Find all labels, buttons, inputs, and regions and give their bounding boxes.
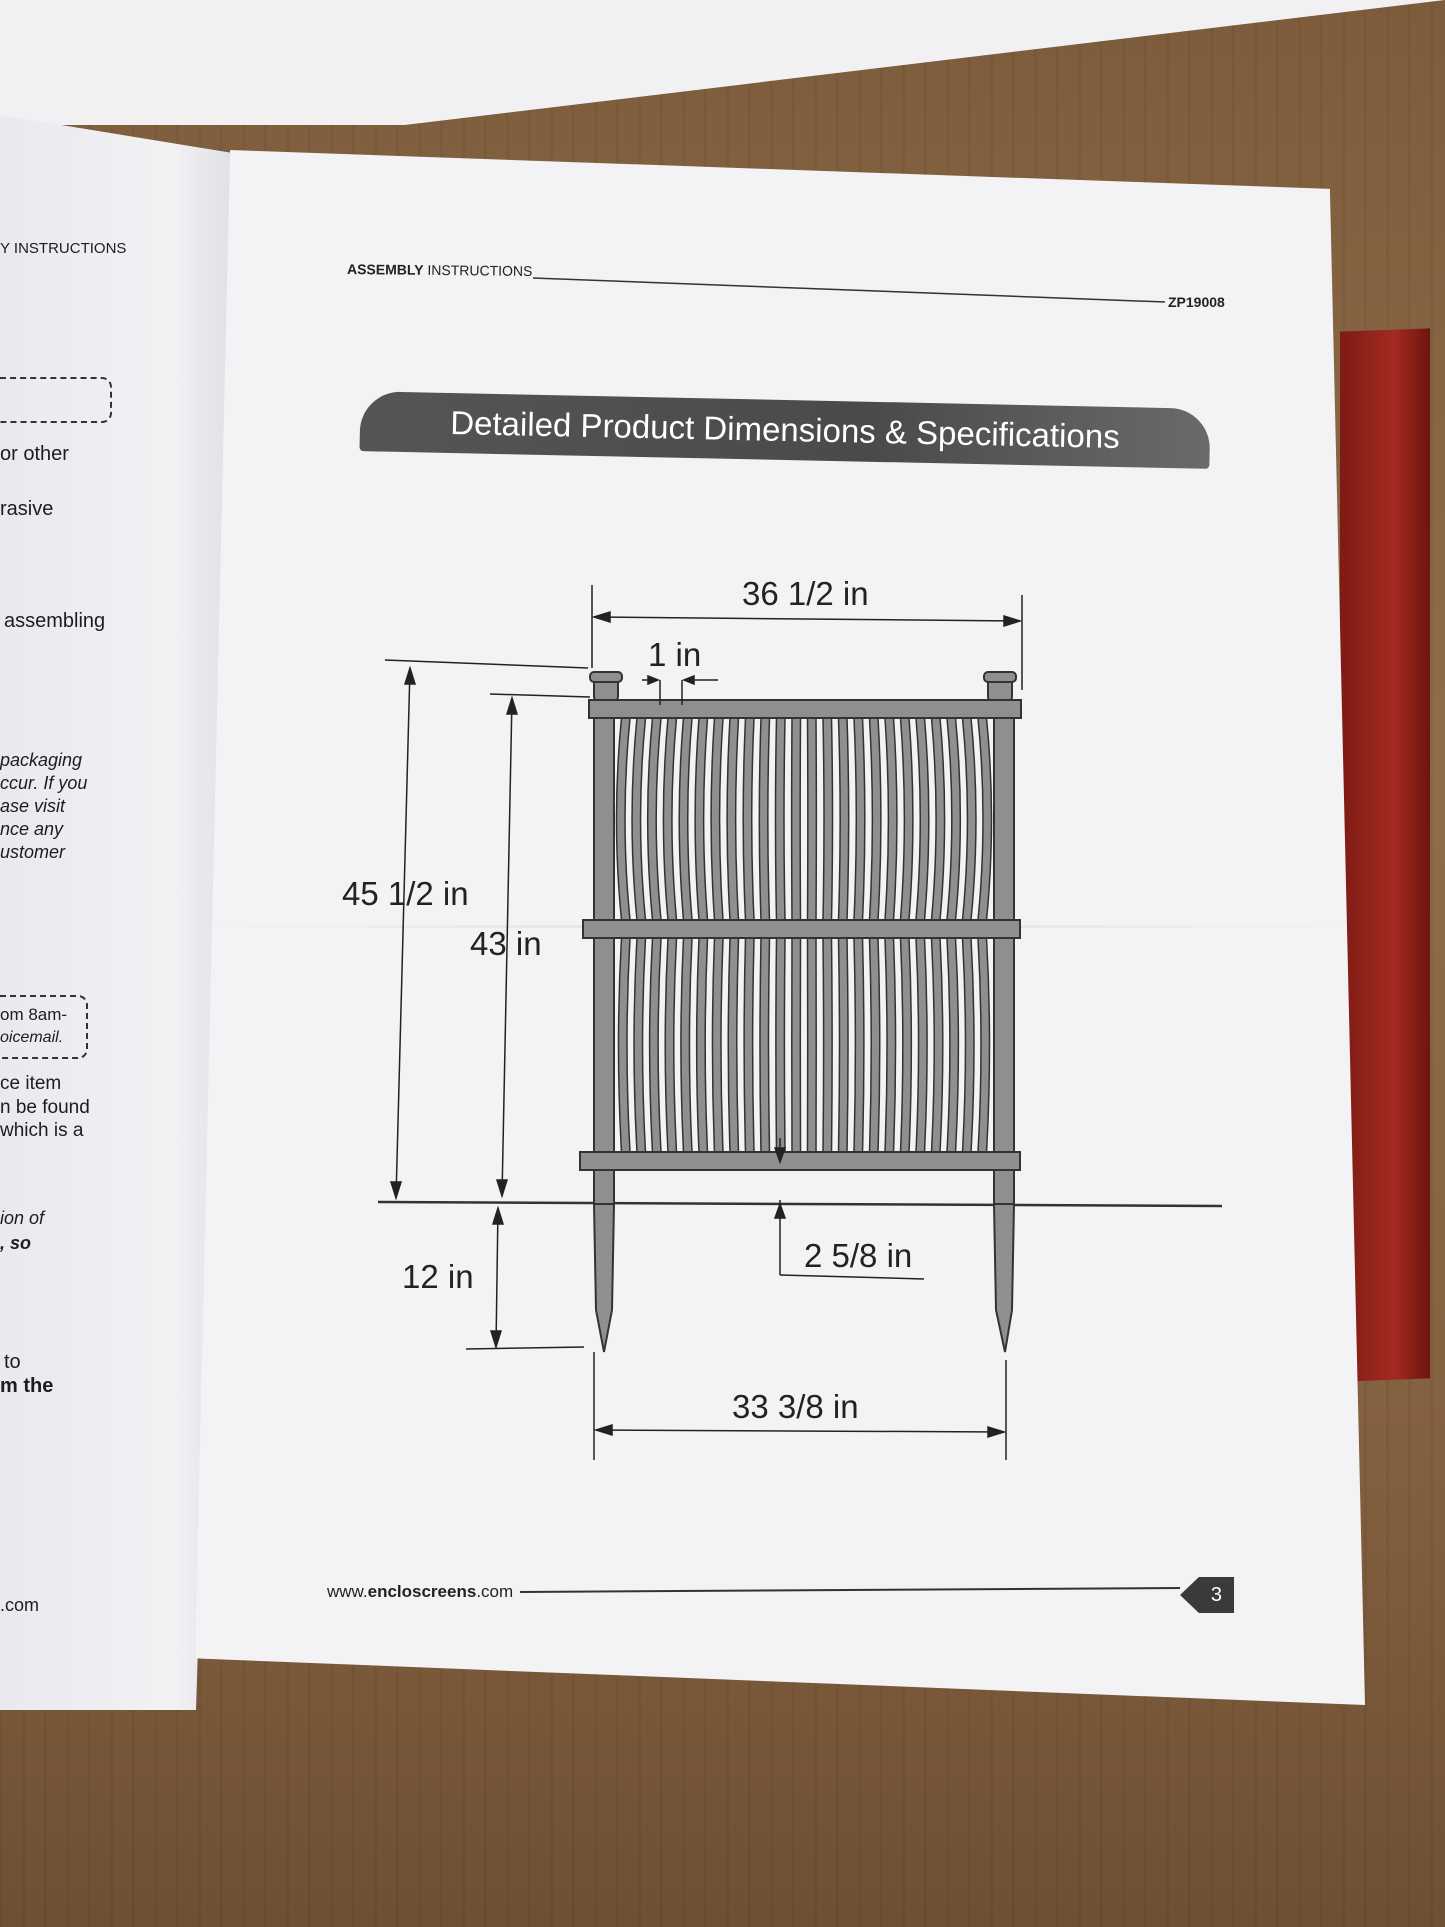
- picket: [727, 937, 740, 1153]
- picket: [930, 937, 944, 1153]
- left-dashed-box-2: [0, 995, 88, 1059]
- picket: [759, 937, 771, 1153]
- right-post: [993, 703, 1015, 1205]
- dimension-lines: [384, 585, 1023, 1460]
- fence-frame: [579, 671, 1022, 1353]
- left-line: n be found: [0, 1097, 90, 1118]
- left-line: ce item: [0, 1073, 62, 1094]
- picket: [758, 717, 771, 921]
- picket: [646, 717, 662, 921]
- stake-spacing-label: 33 3/8 in: [732, 1388, 859, 1425]
- picket: [961, 937, 975, 1153]
- footer-rule: [519, 1587, 1181, 1593]
- picket: [775, 937, 786, 1153]
- picket: [899, 937, 913, 1153]
- picket: [743, 937, 755, 1153]
- picket: [742, 717, 755, 921]
- picket: [884, 717, 898, 921]
- panel-height-label: 43 in: [470, 925, 542, 962]
- picket: [648, 937, 662, 1153]
- picket: [915, 717, 930, 921]
- picket: [915, 937, 928, 1153]
- left-line: om 8am-: [0, 1005, 68, 1024]
- left-page-header: Y INSTRUCTIONS: [0, 240, 127, 257]
- left-dashed-box-1: [0, 377, 112, 423]
- left-line: ustomer: [0, 842, 66, 862]
- left-line: ase visit: [0, 796, 66, 816]
- left-line: ccur. If you: [0, 773, 88, 793]
- left-post: [593, 703, 615, 1205]
- picket: [946, 937, 960, 1153]
- picket: [631, 717, 647, 921]
- picket: [695, 937, 709, 1153]
- left-line: rasive: [0, 498, 54, 520]
- picket: [633, 937, 647, 1153]
- picket: [961, 717, 977, 921]
- header-rule: [532, 277, 1166, 303]
- footer-url-post: .com: [476, 1582, 514, 1601]
- bottom-rail: [579, 1151, 1021, 1171]
- picket: [774, 717, 786, 921]
- picket: [615, 717, 631, 921]
- picket: [662, 717, 678, 921]
- top-rail: [588, 699, 1022, 719]
- picket: [853, 937, 865, 1153]
- left-stake: [592, 1203, 616, 1353]
- picket: [694, 717, 709, 921]
- picket: [617, 937, 631, 1153]
- left-line: to: [4, 1351, 21, 1373]
- picket: [822, 937, 833, 1153]
- overall-width-label: 36 1/2 in: [742, 575, 869, 612]
- left-post-cap-top: [589, 671, 623, 683]
- left-line: assembling: [4, 610, 106, 632]
- left-line: m the: [0, 1375, 54, 1397]
- picket: [899, 717, 914, 921]
- model-number: ZP19008: [1168, 294, 1225, 310]
- picket: [790, 717, 802, 921]
- picket: [710, 717, 724, 921]
- picket: [868, 717, 882, 921]
- picket: [806, 717, 818, 921]
- left-line: oicemail.: [0, 1029, 64, 1046]
- left-line: ion of: [0, 1208, 45, 1228]
- picket: [977, 717, 993, 921]
- stake-depth-label: 12 in: [402, 1258, 474, 1295]
- picket: [822, 717, 834, 921]
- footer-url-pre: www.: [327, 1582, 368, 1601]
- picket: [946, 717, 962, 921]
- picket: [977, 937, 991, 1153]
- right-stake: [992, 1203, 1016, 1353]
- left-line: , so: [0, 1233, 32, 1253]
- picket: [711, 937, 724, 1153]
- picket: [678, 717, 693, 921]
- right-post-cap-top: [983, 671, 1017, 683]
- page-number: 3: [1210, 1583, 1222, 1606]
- picket: [837, 717, 850, 921]
- left-line: or other: [0, 443, 69, 465]
- picket: [726, 717, 740, 921]
- left-line: nce any: [0, 819, 64, 839]
- picket: [884, 937, 897, 1153]
- middle-rail: [582, 919, 1021, 939]
- picket: [930, 717, 946, 921]
- picket: [680, 937, 693, 1153]
- ground-clearance-label: 2 5/8 in: [804, 1237, 913, 1274]
- picket: [837, 937, 849, 1153]
- footer-url: www.encloscreens.com: [327, 1582, 513, 1602]
- picket: [868, 937, 881, 1153]
- left-line: packaging: [0, 750, 83, 770]
- picket-width-label: 1 in: [648, 636, 702, 673]
- left-line: which is a: [0, 1120, 84, 1141]
- ground-line: [377, 1200, 1223, 1208]
- picket: [664, 937, 678, 1153]
- picket: [806, 937, 817, 1153]
- picket: [791, 937, 802, 1153]
- left-line: .com: [0, 1595, 40, 1615]
- footer-url-bold: encloscreens: [367, 1582, 477, 1601]
- overall-height-label: 45 1/2 in: [342, 875, 469, 912]
- picket: [853, 717, 866, 921]
